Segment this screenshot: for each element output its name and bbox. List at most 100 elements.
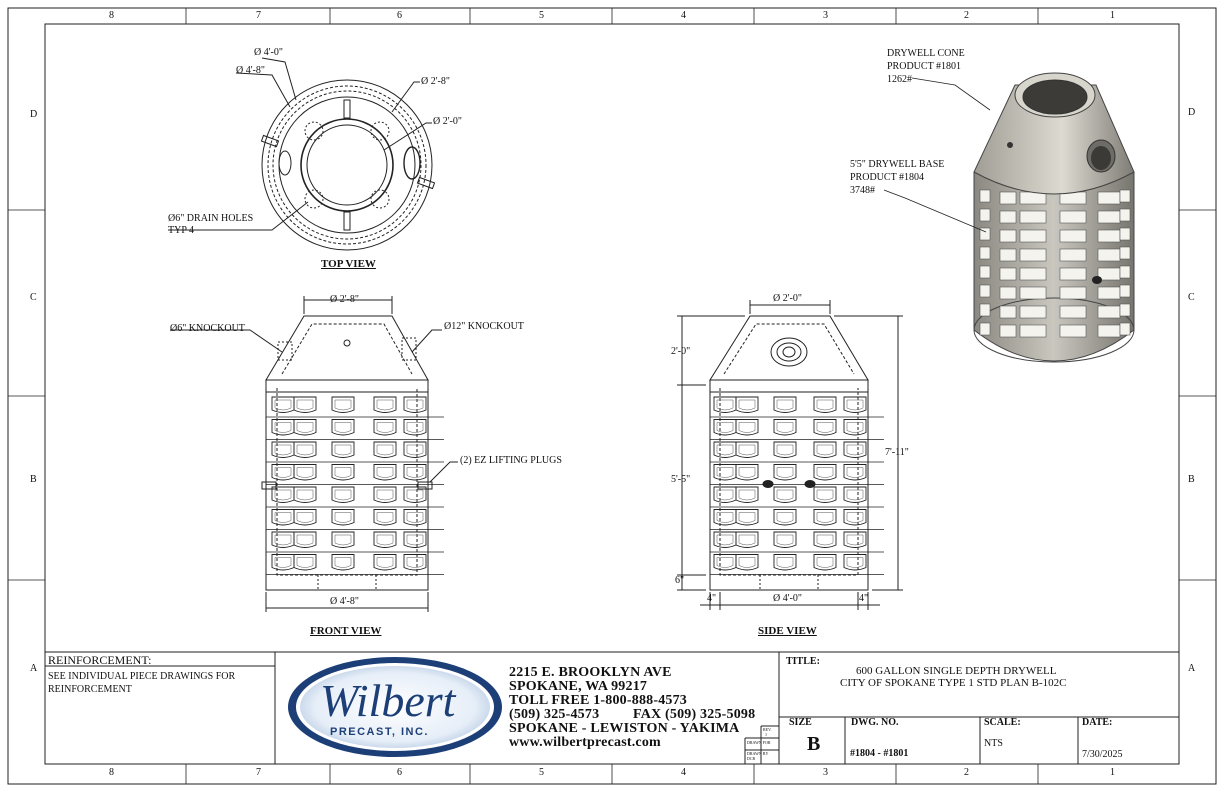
iso-slot <box>1059 248 1087 262</box>
iso-slot <box>1097 191 1121 205</box>
address-city: SPOKANE, WA 99217 <box>509 679 648 694</box>
slot-inner <box>716 489 734 501</box>
iso-slot <box>979 284 991 298</box>
slot-opening <box>403 441 427 458</box>
zone-row-c-left: C <box>30 292 37 303</box>
iso-slot <box>1059 210 1087 224</box>
slot-inner <box>274 467 292 478</box>
slot-inner <box>816 399 834 411</box>
zone-col-2-top: 2 <box>964 10 969 21</box>
zone-col-2-bottom: 2 <box>964 767 969 778</box>
top-view-drawing <box>168 57 436 251</box>
slot-inner <box>406 489 424 501</box>
slot-inner <box>296 467 314 478</box>
slot-inner <box>716 557 734 568</box>
iso-slot <box>999 324 1017 338</box>
slot-inner <box>296 534 314 546</box>
slot-inner <box>334 534 352 546</box>
slot-opening <box>331 464 355 481</box>
iso-slot <box>1119 303 1131 317</box>
slot-opening <box>293 464 317 481</box>
slot-inner <box>738 534 756 546</box>
size-value: B <box>807 733 821 755</box>
slot-opening <box>843 509 867 526</box>
base-name: 5'5" DRYWELL BASE <box>850 159 945 170</box>
slot-inner <box>274 512 292 523</box>
slot-opening <box>813 419 837 436</box>
zone-col-7-top: 7 <box>256 10 261 21</box>
zone-col-8-top: 8 <box>109 10 114 21</box>
slot-opening <box>773 531 797 548</box>
slot-inner <box>846 444 864 456</box>
side-top-dim: Ø 2'-0" <box>773 293 802 304</box>
cone-product: PRODUCT #1801 <box>887 61 961 72</box>
zone-col-1-top: 1 <box>1110 10 1115 21</box>
slot-opening <box>735 531 759 548</box>
slot-inner <box>334 399 352 411</box>
knockout-12-note: Ø12" KNOCKOUT <box>444 321 524 332</box>
cone-height-dim: 2'-0" <box>671 346 691 357</box>
reinforcement-header: REINFORCEMENT: <box>48 653 152 667</box>
zone-col-4-bottom: 4 <box>681 767 686 778</box>
iso-slot <box>1059 229 1087 243</box>
iso-slot <box>1119 227 1131 241</box>
zone-col-4-top: 4 <box>681 10 686 21</box>
lifting-plugs-note: (2) EZ LIFTING PLUGS <box>460 455 562 466</box>
slot-opening <box>331 396 355 413</box>
slot-opening <box>773 441 797 458</box>
slot-inner <box>406 557 424 568</box>
slot-inner <box>296 557 314 568</box>
side-slot-grid <box>710 396 884 575</box>
zone-col-6-bottom: 6 <box>397 767 402 778</box>
slot-inner <box>846 422 864 433</box>
website: www.wilbertprecast.com <box>509 735 661 750</box>
dwg-no-label: DWG. NO. <box>851 717 899 728</box>
slot-opening <box>403 396 427 413</box>
cone-weight: 1262# <box>887 74 912 85</box>
title-block-frame <box>45 651 1179 764</box>
zone-col-3-top: 3 <box>823 10 828 21</box>
iso-slot <box>1119 265 1131 279</box>
top-dim-4-8: Ø 4'-8" <box>236 65 265 76</box>
slot-opening <box>331 509 355 526</box>
slot-inner <box>296 399 314 411</box>
zone-col-3-bottom: 3 <box>823 767 828 778</box>
rev-label: REV. <box>763 727 772 732</box>
slot-inner <box>816 489 834 501</box>
slot-opening <box>293 441 317 458</box>
office-cities: SPOKANE - LEWISTON - YAKIMA <box>509 721 740 736</box>
slot-inner <box>716 467 734 478</box>
slot-inner <box>716 534 734 546</box>
slot-inner <box>296 489 314 501</box>
iso-slot <box>1119 246 1131 260</box>
reinforcement-note-2: REINFORCEMENT <box>48 684 132 695</box>
title-line-1: 600 GALLON SINGLE DEPTH DRYWELL <box>856 665 1057 677</box>
slot-inner <box>716 444 734 456</box>
slot-inner <box>816 557 834 568</box>
iso-slot <box>1059 286 1087 300</box>
slot-inner <box>376 489 394 501</box>
isometric-drywell <box>883 72 1135 363</box>
slot-inner <box>776 399 794 411</box>
slot-inner <box>738 444 756 456</box>
slot-inner <box>738 557 756 568</box>
wall-right-dim: 4" <box>859 593 869 604</box>
slot-inner <box>406 399 424 411</box>
zone-ticks <box>8 8 1216 784</box>
iso-slot <box>999 267 1017 281</box>
title-label: TITLE: <box>786 656 820 667</box>
front-view-label: FRONT VIEW <box>310 625 382 637</box>
iso-slot <box>1059 305 1087 319</box>
slot-opening <box>843 531 867 548</box>
iso-slot <box>1019 210 1047 224</box>
zone-row-d-left: D <box>30 109 38 120</box>
slot-inner <box>776 534 794 546</box>
slot-inner <box>846 489 864 501</box>
slot-opening <box>403 486 427 503</box>
slot-inner <box>846 512 864 523</box>
reinforcement-note-1: SEE INDIVIDUAL PIECE DRAWINGS FOR <box>48 671 236 682</box>
slot-opening <box>293 396 317 413</box>
zone-col-7-bottom: 7 <box>256 767 261 778</box>
slot-opening <box>293 554 317 571</box>
iso-slot <box>1119 189 1131 203</box>
